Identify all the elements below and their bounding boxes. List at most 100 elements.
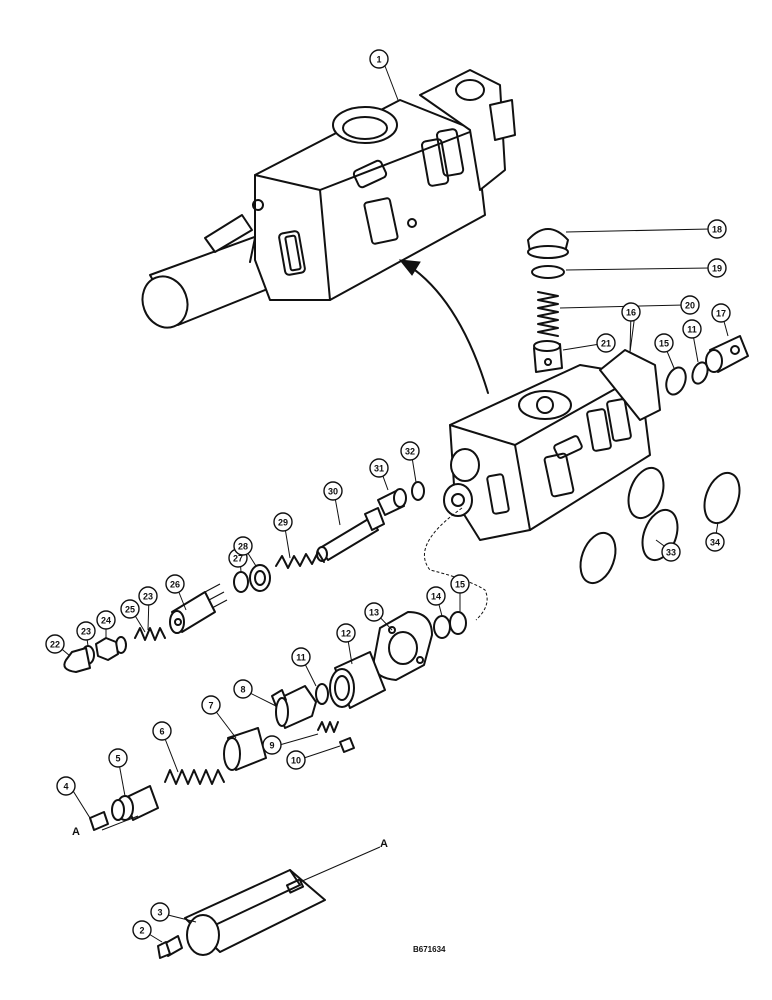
callout-18: 18 bbox=[707, 219, 727, 239]
callout-circle bbox=[152, 721, 172, 741]
callout-15b: 15 bbox=[654, 333, 674, 353]
callout-33: 33 bbox=[661, 542, 681, 562]
callout-circle bbox=[682, 319, 702, 339]
callout-label: 4 bbox=[63, 782, 68, 792]
valve-assembly-top bbox=[141, 69, 516, 329]
callout-31: 31 bbox=[369, 458, 389, 478]
callout-11b: 11 bbox=[682, 319, 702, 339]
valve-section-body bbox=[443, 349, 661, 541]
screw-4 bbox=[89, 811, 109, 831]
callout-circle bbox=[291, 647, 311, 667]
callout-label: 19 bbox=[712, 264, 722, 274]
callout-label: 5 bbox=[115, 754, 120, 764]
callout-circle bbox=[138, 586, 158, 606]
drawing-code: B671634 bbox=[413, 945, 446, 954]
callout-label: 20 bbox=[685, 301, 695, 311]
spring-9 bbox=[317, 721, 339, 733]
o-ring-19 bbox=[531, 265, 565, 279]
callout-label: 26 bbox=[170, 580, 180, 590]
callout-19: 19 bbox=[707, 258, 727, 278]
callout-label: 2 bbox=[139, 926, 144, 936]
acorn-cap-22 bbox=[63, 647, 91, 673]
callout-circle bbox=[711, 303, 731, 323]
spring-6 bbox=[164, 769, 225, 785]
callout-label: 11 bbox=[687, 325, 697, 335]
reference-a-right: A bbox=[380, 838, 388, 850]
o-ring-33b bbox=[641, 508, 679, 562]
callout-label: 16 bbox=[626, 308, 636, 318]
o-ring-33a bbox=[627, 466, 665, 520]
callout-label: 24 bbox=[101, 616, 111, 626]
o-ring-15-left bbox=[449, 611, 467, 635]
callout-circle bbox=[233, 536, 253, 556]
callout-label: 17 bbox=[716, 309, 726, 319]
callout-23a: 23 bbox=[76, 621, 96, 641]
callout-17: 17 bbox=[711, 303, 731, 323]
callout-6: 6 bbox=[152, 721, 172, 741]
callout-circle bbox=[364, 602, 384, 622]
callout-label: 30 bbox=[328, 487, 338, 497]
callout-label: 25 bbox=[125, 605, 135, 615]
callout-5: 5 bbox=[108, 748, 128, 768]
assembly-arrow bbox=[407, 264, 489, 394]
callout-label: 13 bbox=[369, 608, 379, 618]
callout-2: 2 bbox=[132, 920, 152, 940]
nut-24 bbox=[95, 637, 119, 661]
callout-circle bbox=[450, 574, 470, 594]
callout-circle bbox=[233, 679, 253, 699]
callout-label: 1 bbox=[376, 55, 381, 65]
callout-circle bbox=[707, 258, 727, 278]
callout-circle bbox=[286, 750, 306, 770]
assembly-arrowhead bbox=[398, 259, 421, 276]
callout-16: 16 bbox=[621, 302, 641, 322]
callout-7: 7 bbox=[201, 695, 221, 715]
callout-8: 8 bbox=[233, 679, 253, 699]
callout-circle bbox=[323, 481, 343, 501]
spring-20 bbox=[537, 291, 559, 337]
callout-9: 9 bbox=[262, 735, 282, 755]
callout-label: 10 bbox=[291, 756, 301, 766]
callout-circle bbox=[596, 333, 616, 353]
callout-circle bbox=[621, 302, 641, 322]
callout-25: 25 bbox=[120, 599, 140, 619]
callout-14: 14 bbox=[426, 586, 446, 606]
callout-4: 4 bbox=[56, 776, 76, 796]
callout-circle bbox=[369, 49, 389, 69]
callout-label: 11 bbox=[296, 653, 306, 663]
callout-circle bbox=[262, 735, 282, 755]
callout-circle bbox=[426, 586, 446, 606]
callout-28: 28 bbox=[233, 536, 253, 556]
callout-label: 31 bbox=[374, 464, 384, 474]
callout-30: 30 bbox=[323, 481, 343, 501]
o-ring-34 bbox=[703, 471, 741, 525]
callout-circle bbox=[369, 458, 389, 478]
callout-label: 27 bbox=[233, 554, 243, 564]
plug-10 bbox=[339, 737, 355, 753]
callout-circle bbox=[336, 623, 356, 643]
callout-circle bbox=[201, 695, 221, 715]
callout-circle bbox=[705, 532, 725, 552]
callout-label: 14 bbox=[431, 592, 441, 602]
callout-3: 3 bbox=[150, 902, 170, 922]
spring-25 bbox=[134, 627, 166, 641]
callout-21: 21 bbox=[596, 333, 616, 353]
callout-label: 15 bbox=[659, 339, 669, 349]
callout-15a: 15 bbox=[450, 574, 470, 594]
callout-label: 15 bbox=[455, 580, 465, 590]
o-ring-11-left bbox=[315, 683, 329, 705]
callout-26: 26 bbox=[165, 574, 185, 594]
callout-circle bbox=[132, 920, 152, 940]
callout-label: 32 bbox=[405, 447, 415, 457]
spring-29 bbox=[275, 551, 325, 569]
callout-circle bbox=[400, 441, 420, 461]
callout-circle bbox=[150, 902, 170, 922]
callout-circle bbox=[45, 634, 65, 654]
callout-label: 22 bbox=[50, 640, 60, 650]
callout-29: 29 bbox=[273, 512, 293, 532]
callout-label: 3 bbox=[157, 908, 162, 918]
o-ring-32 bbox=[411, 481, 425, 501]
callout-circle bbox=[76, 621, 96, 641]
callout-label: 29 bbox=[278, 518, 288, 528]
